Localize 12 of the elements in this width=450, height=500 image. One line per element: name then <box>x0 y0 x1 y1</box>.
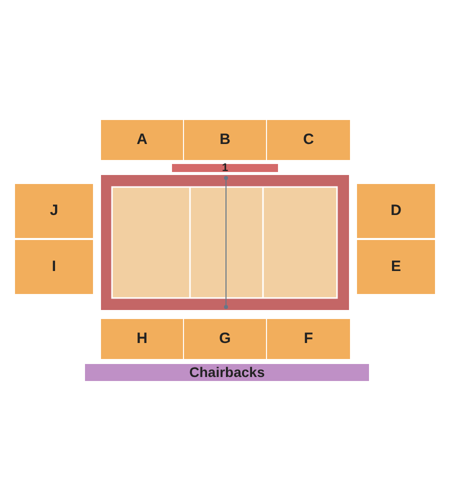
seating-section: I <box>15 240 93 294</box>
seating-section: 1 <box>172 164 278 172</box>
seating-section: F <box>267 319 350 359</box>
seating-section: J <box>15 184 93 238</box>
seating-section: H <box>101 319 183 359</box>
seating-section: E <box>357 240 435 294</box>
seating-section: G <box>184 319 266 359</box>
seating-section: D <box>357 184 435 238</box>
seating-section: C <box>267 120 350 160</box>
seating-section: B <box>184 120 266 160</box>
seating-section: Chairbacks <box>85 364 369 381</box>
seating-section: A <box>101 120 183 160</box>
